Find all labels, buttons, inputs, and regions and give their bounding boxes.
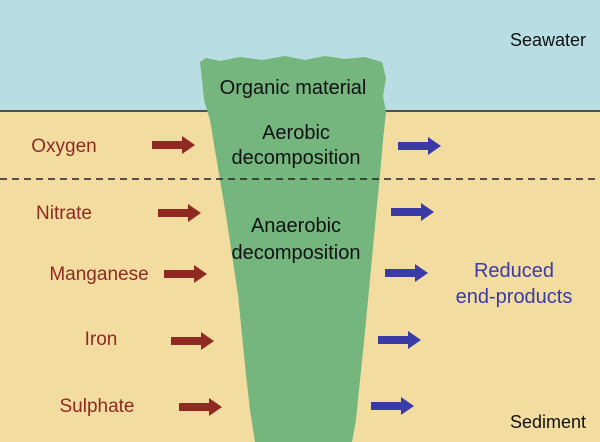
anaerobic-label-line1: Anaerobic bbox=[251, 215, 341, 237]
oxidant-label-sulphate: Sulphate bbox=[59, 396, 134, 417]
anaerobic-label-line2: decomposition bbox=[232, 242, 361, 264]
product-arrow-2 bbox=[391, 203, 434, 221]
oxidant-label-nitrate: Nitrate bbox=[36, 203, 92, 224]
product-arrow-3 bbox=[385, 264, 428, 282]
oxidant-arrow-oxygen bbox=[152, 136, 195, 154]
products-label-line2: end-products bbox=[456, 286, 573, 308]
product-arrow-4 bbox=[378, 331, 421, 349]
oxidant-arrow-nitrate bbox=[158, 204, 201, 222]
oxidant-arrows bbox=[152, 136, 222, 416]
oxidant-arrow-iron bbox=[171, 332, 214, 350]
oxidant-label-oxygen: Oxygen bbox=[31, 136, 96, 157]
organic-material-column bbox=[200, 56, 386, 442]
oxidant-label-iron: Iron bbox=[85, 329, 118, 350]
aerobic-label-line2: decomposition bbox=[232, 147, 361, 169]
aerobic-label-line1: Aerobic bbox=[262, 122, 330, 144]
product-arrow-1 bbox=[398, 137, 441, 155]
oxidant-arrow-manganese bbox=[164, 265, 207, 283]
seawater-label: Seawater bbox=[510, 30, 586, 50]
product-arrows bbox=[371, 137, 441, 415]
oxidant-arrow-sulphate bbox=[179, 398, 222, 416]
product-arrow-5 bbox=[371, 397, 414, 415]
sediment-label: Sediment bbox=[510, 412, 586, 432]
organic-material-label: Organic material bbox=[220, 77, 367, 99]
oxidant-label-manganese: Manganese bbox=[49, 264, 148, 285]
products-label-line1: Reduced bbox=[474, 260, 554, 282]
